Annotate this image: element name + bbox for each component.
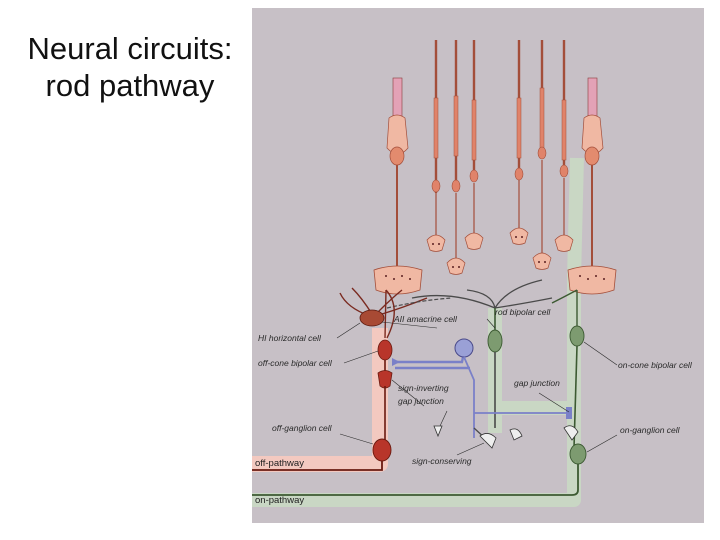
rod-spherules (426, 227, 574, 275)
rod-group-right (514, 40, 569, 258)
cone-pedicle-left (373, 265, 423, 295)
cone-right (581, 77, 604, 270)
label-off-cone-bipolar-cell: off-cone bipolar cell (258, 358, 333, 368)
on-ganglion-cell (252, 443, 587, 496)
diagram-panel (252, 8, 704, 523)
off-cone-bipolar-cell (377, 289, 395, 443)
slide-title: Neural circuits: rod pathway (14, 30, 246, 104)
label-on-cone-bipolar-cell: on-cone bipolar cell (618, 360, 693, 370)
label-off-pathway: off-pathway (255, 458, 304, 469)
synaptic-terminals (433, 425, 579, 449)
label-hi-horizontal-cell: HI horizontal cell (258, 333, 322, 343)
label-rod-bipolar-cell: rod bipolar cell (495, 307, 551, 317)
label-aii-amacrine-cell: AII amacrine cell (393, 314, 458, 324)
rod-bipolar-cell (411, 279, 553, 428)
leader-lines (336, 318, 618, 456)
label-off-ganglion-cell: off-ganglion cell (272, 423, 333, 433)
label-sign-inverting: sign-inverting (398, 383, 449, 393)
label-gap-junction-right: gap junction (514, 378, 560, 388)
off-ganglion-cell (252, 438, 392, 471)
cone-pedicle-right (567, 265, 617, 295)
hi-horizontal-cell (339, 287, 453, 327)
label-sign-conserving: sign-conserving (412, 456, 472, 466)
label-on-pathway: on-pathway (255, 495, 304, 506)
cone-left (386, 77, 409, 270)
label-gap-junction-left: gap junction (398, 396, 444, 406)
label-on-ganglion-cell: on-ganglion cell (620, 425, 681, 435)
rod-group-left (431, 40, 479, 263)
synaptic-vesicles (385, 236, 605, 280)
slide-title-line1: Neural circuits: (27, 31, 233, 66)
slide-title-line2: rod pathway (45, 68, 215, 103)
rod-pathway-diagram: HI horizontal cell AII amacrine cell rod… (252, 8, 704, 523)
